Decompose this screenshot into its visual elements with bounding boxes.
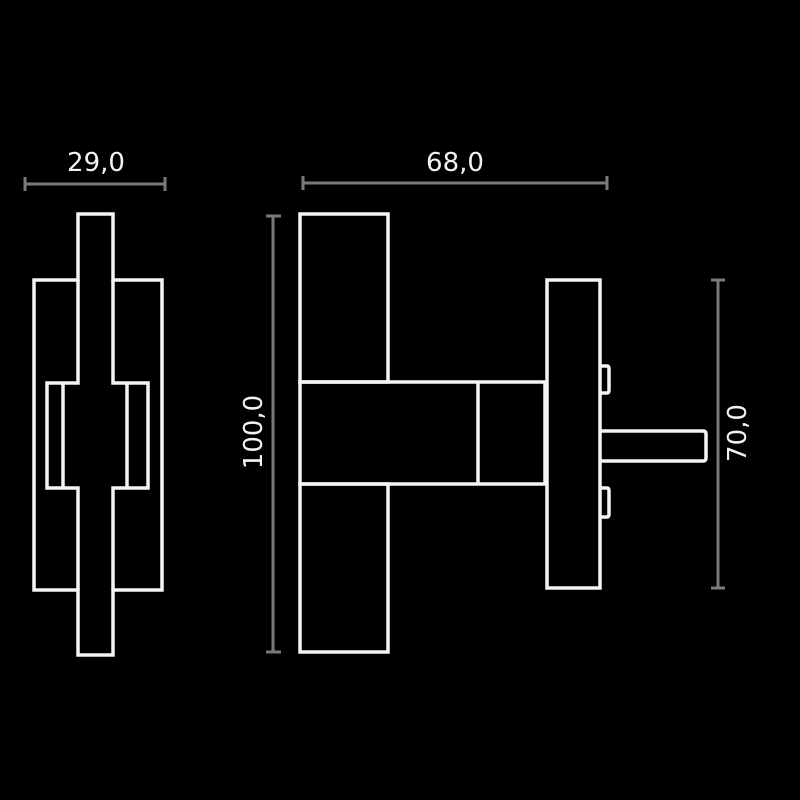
screw-top bbox=[600, 364, 611, 395]
dimension-label-lever-height: 100,0 bbox=[239, 395, 269, 469]
side-profile-outline bbox=[32, 212, 164, 657]
dimension-lever-height: 100,0 bbox=[239, 214, 281, 654]
dimension-label-side-width: 29,0 bbox=[67, 148, 125, 178]
rose-plate bbox=[545, 278, 602, 590]
screw-bottom bbox=[600, 486, 611, 519]
dimension-front-depth: 68,0 bbox=[301, 148, 609, 190]
lever-neck-block bbox=[298, 380, 547, 486]
lever-bottom-block bbox=[298, 482, 390, 654]
lever-top-block bbox=[298, 212, 390, 384]
dimension-label-rose-height: 70,0 bbox=[723, 404, 753, 462]
side-view: 29,0 bbox=[23, 148, 167, 657]
front-view: 68,0 100,0 70,0 bbox=[239, 148, 753, 654]
side-inner-recess-right bbox=[111, 280, 150, 590]
dimension-rose-height: 70,0 bbox=[711, 278, 753, 590]
spindle bbox=[600, 429, 708, 463]
dimension-label-front-depth: 68,0 bbox=[426, 148, 484, 178]
dimension-side-width: 29,0 bbox=[23, 148, 167, 191]
side-inner-recess bbox=[45, 280, 80, 590]
